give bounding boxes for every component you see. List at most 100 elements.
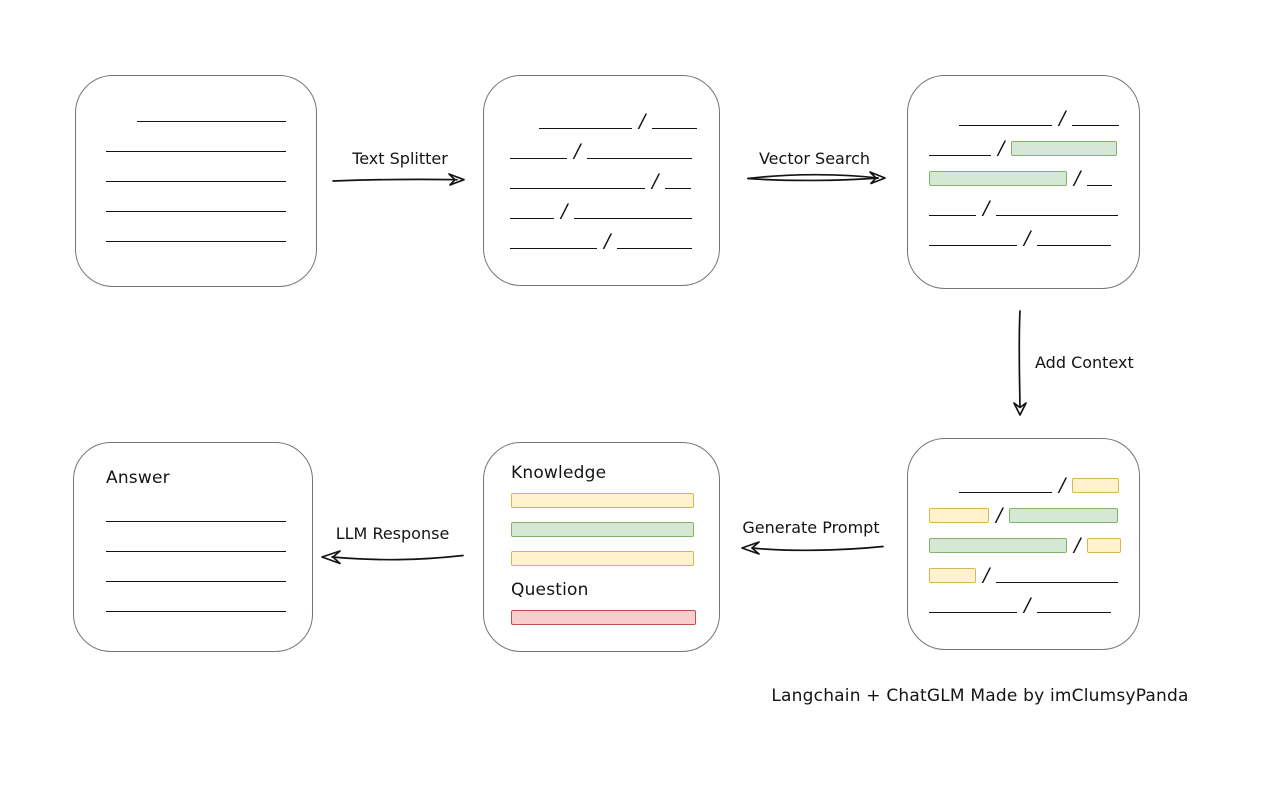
text-line-row [74,552,312,582]
text-line [959,491,1052,493]
generate-prompt-arrow-icon [741,541,884,555]
document-lines [76,92,316,242]
yellow-chunk-bar [1087,538,1122,553]
slash-separator: / [1059,107,1066,129]
text-line [1072,124,1120,126]
yellow-chunk-bar [1072,478,1120,493]
text-line [652,127,698,129]
text-line [106,580,286,582]
add-context-arrow-icon [1013,310,1027,416]
slash-separator: / [998,137,1005,159]
generate-prompt-label: Generate Prompt [742,518,880,537]
knowledge-bars [511,493,719,566]
answer-box: Answer [73,442,313,652]
slash-separator: / [1074,534,1081,556]
chunk-row: / [908,156,1139,189]
red-prompt-bar [511,610,696,625]
text-line [106,520,286,522]
text-line [539,127,632,129]
text-line-row [76,152,316,182]
text-line [929,244,1017,246]
slash-separator: / [996,504,1003,526]
slash-separator: / [983,197,990,219]
vector-search-arrow-icon [747,171,886,185]
answer-label: Answer [106,468,170,488]
question-label: Question [511,580,589,600]
text-line [106,210,286,212]
chunk-row: / [908,216,1139,249]
llm-response-arrow-icon [321,550,464,565]
text-line-row [76,122,316,152]
text-splitter-label: Text Splitter [352,149,448,168]
chunk-row: / [908,96,1139,129]
chunk-row: / [908,553,1139,585]
text-line-row [74,582,312,612]
green-chunk-bar [1009,508,1119,523]
chunk-row: / [908,583,1139,616]
chunk-rows: / / / / / [484,99,719,252]
chunk-row: / [908,463,1139,496]
chunk-row: / [484,99,719,131]
knowledge-label: Knowledge [511,463,607,483]
green-chunk-bar [1011,141,1118,156]
text-line [617,247,693,249]
prompt-box: Knowledge Question [483,442,720,652]
text-line [510,187,645,189]
text-line [137,120,286,122]
yellow-chunk-bar [929,508,989,523]
chunk-row: / [908,523,1139,556]
text-line-row [74,522,312,552]
slash-separator: / [574,140,581,162]
text-line [959,124,1052,126]
green-chunk-bar [929,538,1067,553]
text-line [996,581,1119,583]
text-line [106,240,286,242]
credit-caption: Langchain + ChatGLM Made by imClumsyPand… [771,686,1189,706]
slash-separator: / [1074,167,1081,189]
yellow-chunk-bar [929,568,976,583]
chunk-row: / [908,493,1139,526]
text-line [1037,611,1112,613]
chunk-row: / [484,129,719,162]
text-line [929,154,991,156]
text-line [106,180,286,182]
question-bars [511,610,719,625]
text-line [510,217,554,219]
slash-separator: / [1024,594,1031,616]
slash-separator: / [604,230,611,252]
answer-lines [74,492,312,612]
context-chunk-rows: ///// [908,463,1139,616]
matched-chunks-box: / / / / / [907,75,1140,289]
chunk-row: / [908,186,1139,219]
vector-search-label: Vector Search [758,149,871,168]
text-line [996,214,1119,216]
text-line [929,214,976,216]
text-line-row [74,492,312,522]
green-chunk-bar [929,171,1067,186]
slash-separator: / [561,200,568,222]
text-line [929,611,1017,613]
matched-chunk-rows: / / / / / [908,96,1139,249]
text-line [665,187,692,189]
slash-separator: / [652,170,659,192]
yellow-prompt-bar [511,493,694,508]
text-line [106,610,286,612]
text-line [1037,244,1112,246]
text-line-row [76,212,316,242]
context-chunks-box: ///// [907,438,1140,650]
text-splitter-arrow-icon [332,173,465,186]
text-line [510,157,567,159]
slash-separator: / [1059,474,1066,496]
yellow-prompt-bar [511,551,694,566]
text-line-row [76,182,316,212]
slash-separator: / [1024,227,1031,249]
green-prompt-bar [511,522,694,537]
add-context-label: Add Context [1035,353,1134,372]
document-box [75,75,317,287]
chunk-row: / [484,219,719,252]
llm-response-label: LLM Response [335,524,450,543]
chunk-row: / [908,126,1139,159]
text-line [1087,184,1113,186]
text-line-row [76,92,316,122]
